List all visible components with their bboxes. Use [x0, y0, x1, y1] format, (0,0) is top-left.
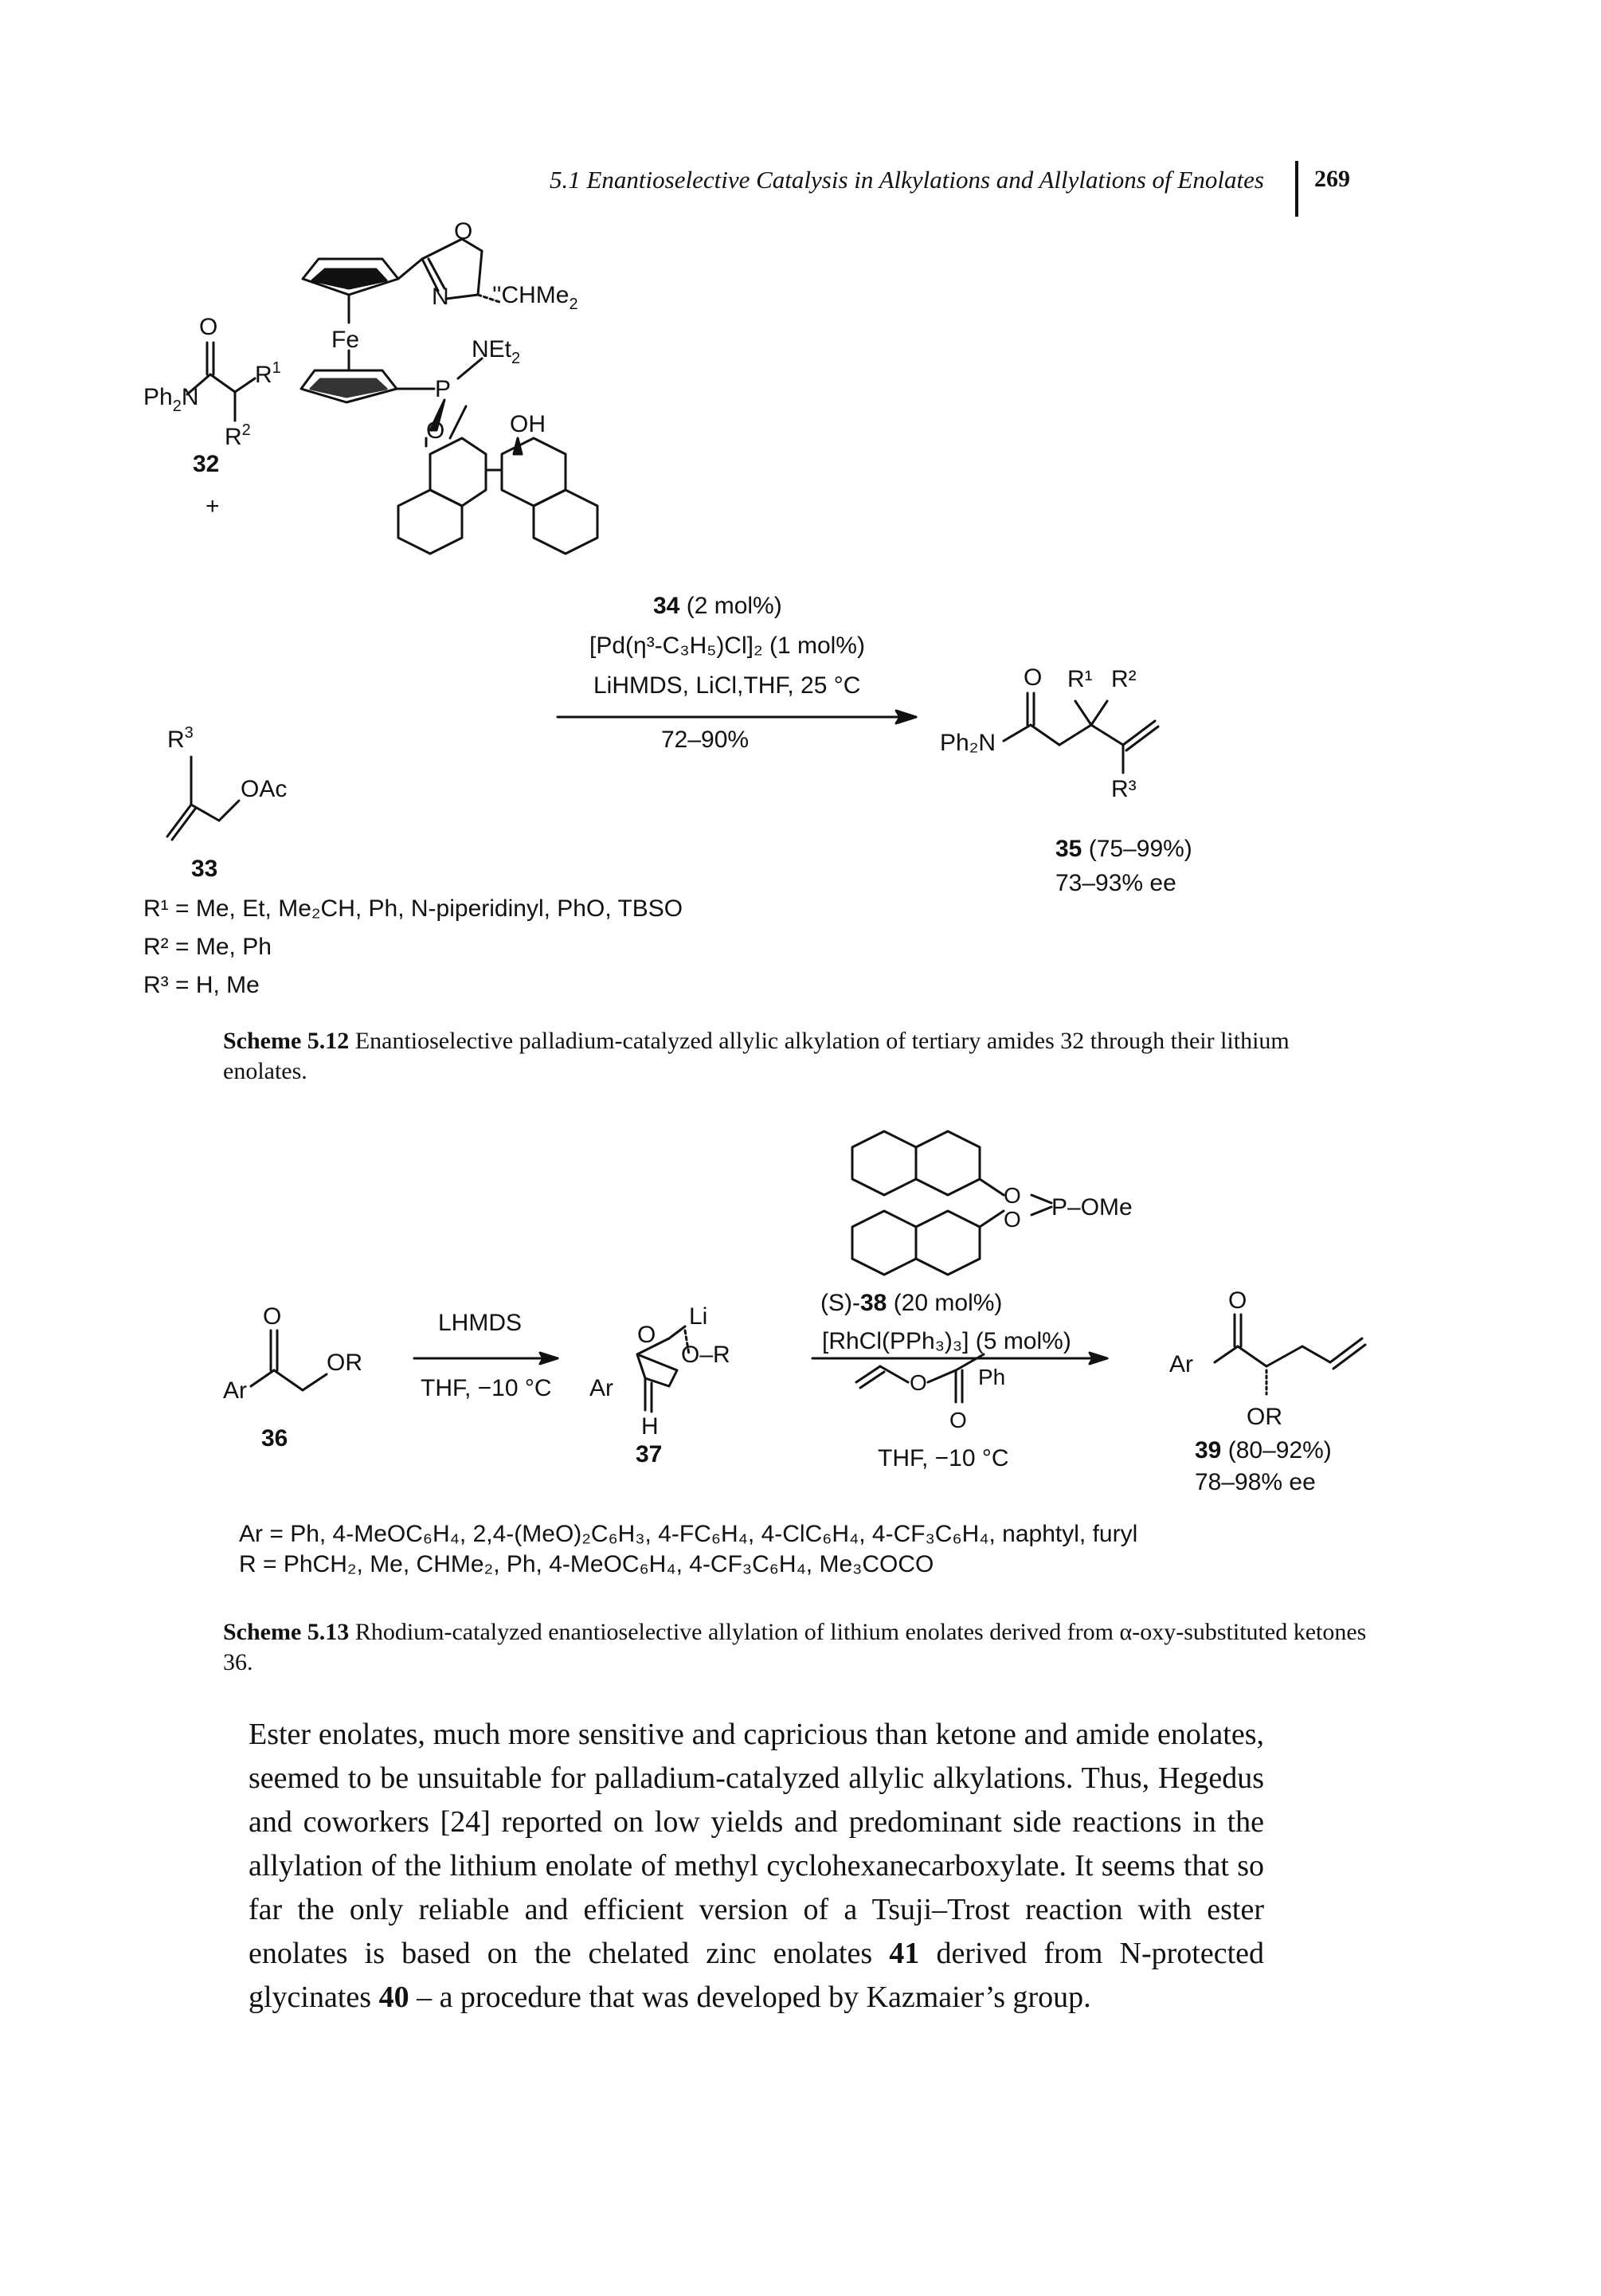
ketone-or: OR: [327, 1350, 362, 1376]
step1-conditions: THF, −10 °C: [421, 1375, 552, 1401]
oac-label: OAc: [241, 776, 287, 802]
net2-label: NEt2: [472, 336, 520, 367]
compound-label-37: 37: [636, 1441, 662, 1467]
carbonate-o: O: [910, 1370, 927, 1395]
header-divider: [1295, 161, 1298, 217]
binaphthyl-upper: [851, 1130, 918, 1197]
r3-label: R3: [167, 724, 194, 753]
r-definition: R = PhCH₂, Me, CHMe₂, Ph, 4-MeOC₆H₄, 4-C…: [239, 1551, 934, 1577]
compound-ref-40: 40: [378, 1981, 409, 2014]
product-r1: R¹: [1067, 666, 1093, 692]
product39-yield: 39 (80–92%): [1195, 1437, 1332, 1463]
product39-or: OR: [1247, 1404, 1282, 1430]
cp-ring-bottom: [299, 369, 398, 404]
product39-o: O: [1228, 1287, 1247, 1314]
product-r3: R³: [1111, 776, 1137, 802]
catalyst-line: 34 (2 mol%): [653, 593, 782, 619]
product-ph2n: Ph₂N: [940, 730, 996, 756]
phosphite-label: P–OMe: [1051, 1194, 1133, 1220]
step2-conditions: THF, −10 °C: [878, 1445, 1009, 1471]
ketone-o: O: [263, 1303, 281, 1330]
paragraph-text-3: – a procedure that was developed by Kazm…: [409, 1981, 1091, 2014]
ar-definition: Ar = Ph, 4-MeOC₆H₄, 2,4-(MeO)₂C₆H₃, 4-FC…: [239, 1521, 1137, 1547]
product-ee: 73–93% ee: [1055, 870, 1176, 896]
binaphthyl-lower: [851, 1209, 918, 1276]
r3-definition: R³ = H, Me: [143, 972, 260, 998]
binol-o: O: [426, 417, 444, 444]
chme2-label: ''CHMe2: [492, 282, 578, 313]
iron-label: Fe: [331, 327, 359, 353]
oxazoline-o: O: [454, 218, 472, 245]
carbonate-co: O: [949, 1408, 967, 1432]
plus-sign: +: [206, 493, 220, 519]
amide-o: O: [199, 314, 217, 340]
paragraph-text-2: derived from N-protected glycinates: [249, 1937, 1264, 2014]
enolate-or: O–R: [681, 1342, 730, 1368]
compound-label-36: 36: [261, 1425, 288, 1452]
scheme-5-12-figure: O N ''CHMe2 Fe P NEt2 O OH O Ph2N R1 R2 …: [143, 218, 1192, 998]
scheme-5-13-figure: O Ar OR 36 LHMDS THF, −10 °C Li O Ar O–R…: [223, 1130, 1367, 1577]
cp-ring-top: [301, 257, 400, 296]
r2-definition: R² = Me, Ph: [143, 934, 272, 960]
compound-ref-41: 41: [889, 1937, 920, 1970]
ligand-o1: O: [1004, 1183, 1021, 1208]
lithium-label: Li: [689, 1303, 707, 1330]
rh-catalyst-line: [RhCl(PPh₃)₃] (5 mol%): [822, 1328, 1071, 1354]
r2-label: R2: [225, 421, 251, 450]
body-paragraph: Ester enolates, much more sensitive and …: [249, 1713, 1264, 2020]
oxazoline-n: N: [432, 284, 449, 310]
enolate-h: H: [641, 1413, 659, 1440]
ph2n-label: Ph2N: [143, 384, 199, 415]
product-o: O: [1024, 664, 1042, 691]
ketone-ar: Ar: [223, 1377, 247, 1404]
binol-oh: OH: [510, 411, 546, 437]
running-title: 5.1 Enantioselective Catalysis in Alkyla…: [550, 166, 1264, 194]
pd-catalyst-line: [Pd(η³-C₃H₅)Cl]₂ (1 mol%): [589, 633, 865, 659]
base-line: LiHMDS, LiCl,THF, 25 °C: [593, 672, 860, 699]
compound-label-33: 33: [191, 856, 217, 882]
page-number: 269: [1314, 166, 1350, 192]
carbonate-ph: Ph: [978, 1365, 1005, 1389]
running-head: 5.1 Enantioselective Catalysis in Alkyla…: [550, 161, 1529, 217]
product-r2: R²: [1111, 666, 1137, 692]
ligand-o2: O: [1004, 1207, 1021, 1232]
product39-ar: Ar: [1169, 1351, 1193, 1377]
caption-text: Enantioselective palladium-catalyzed all…: [223, 1028, 1290, 1084]
compound-label-32: 32: [193, 451, 219, 477]
yield-range: 72–90%: [661, 727, 749, 753]
caption-label: Scheme 5.12: [223, 1028, 350, 1054]
paragraph-text-1: Ester enolates, much more sensitive and …: [249, 1718, 1264, 1970]
caption-label: Scheme 5.13: [223, 1619, 350, 1645]
enolate-o: O: [637, 1322, 656, 1348]
enolate-ar: Ar: [589, 1375, 613, 1401]
paragraph: Ester enolates, much more sensitive and …: [249, 1713, 1264, 2020]
base-reagent: LHMDS: [438, 1310, 522, 1336]
r1-definition: R¹ = Me, Et, Me₂CH, Ph, N-piperidinyl, P…: [143, 895, 683, 922]
scheme-5-12-caption: Scheme 5.12 Enantioselective palladium-c…: [223, 1026, 1370, 1087]
caption-text: Rhodium-catalyzed enantioselective allyl…: [223, 1619, 1367, 1675]
phosphorus-label: P: [435, 376, 451, 402]
scheme-5-13-caption: Scheme 5.13 Rhodium-catalyzed enantiosel…: [223, 1617, 1370, 1678]
product-yield: 35 (75–99%): [1055, 836, 1192, 862]
naphthyl-left: [429, 437, 487, 507]
r1-label: R1: [255, 359, 281, 388]
product39-ee: 78–98% ee: [1195, 1469, 1316, 1495]
ligand-loading: (S)-38 (20 mol%): [820, 1290, 1002, 1316]
